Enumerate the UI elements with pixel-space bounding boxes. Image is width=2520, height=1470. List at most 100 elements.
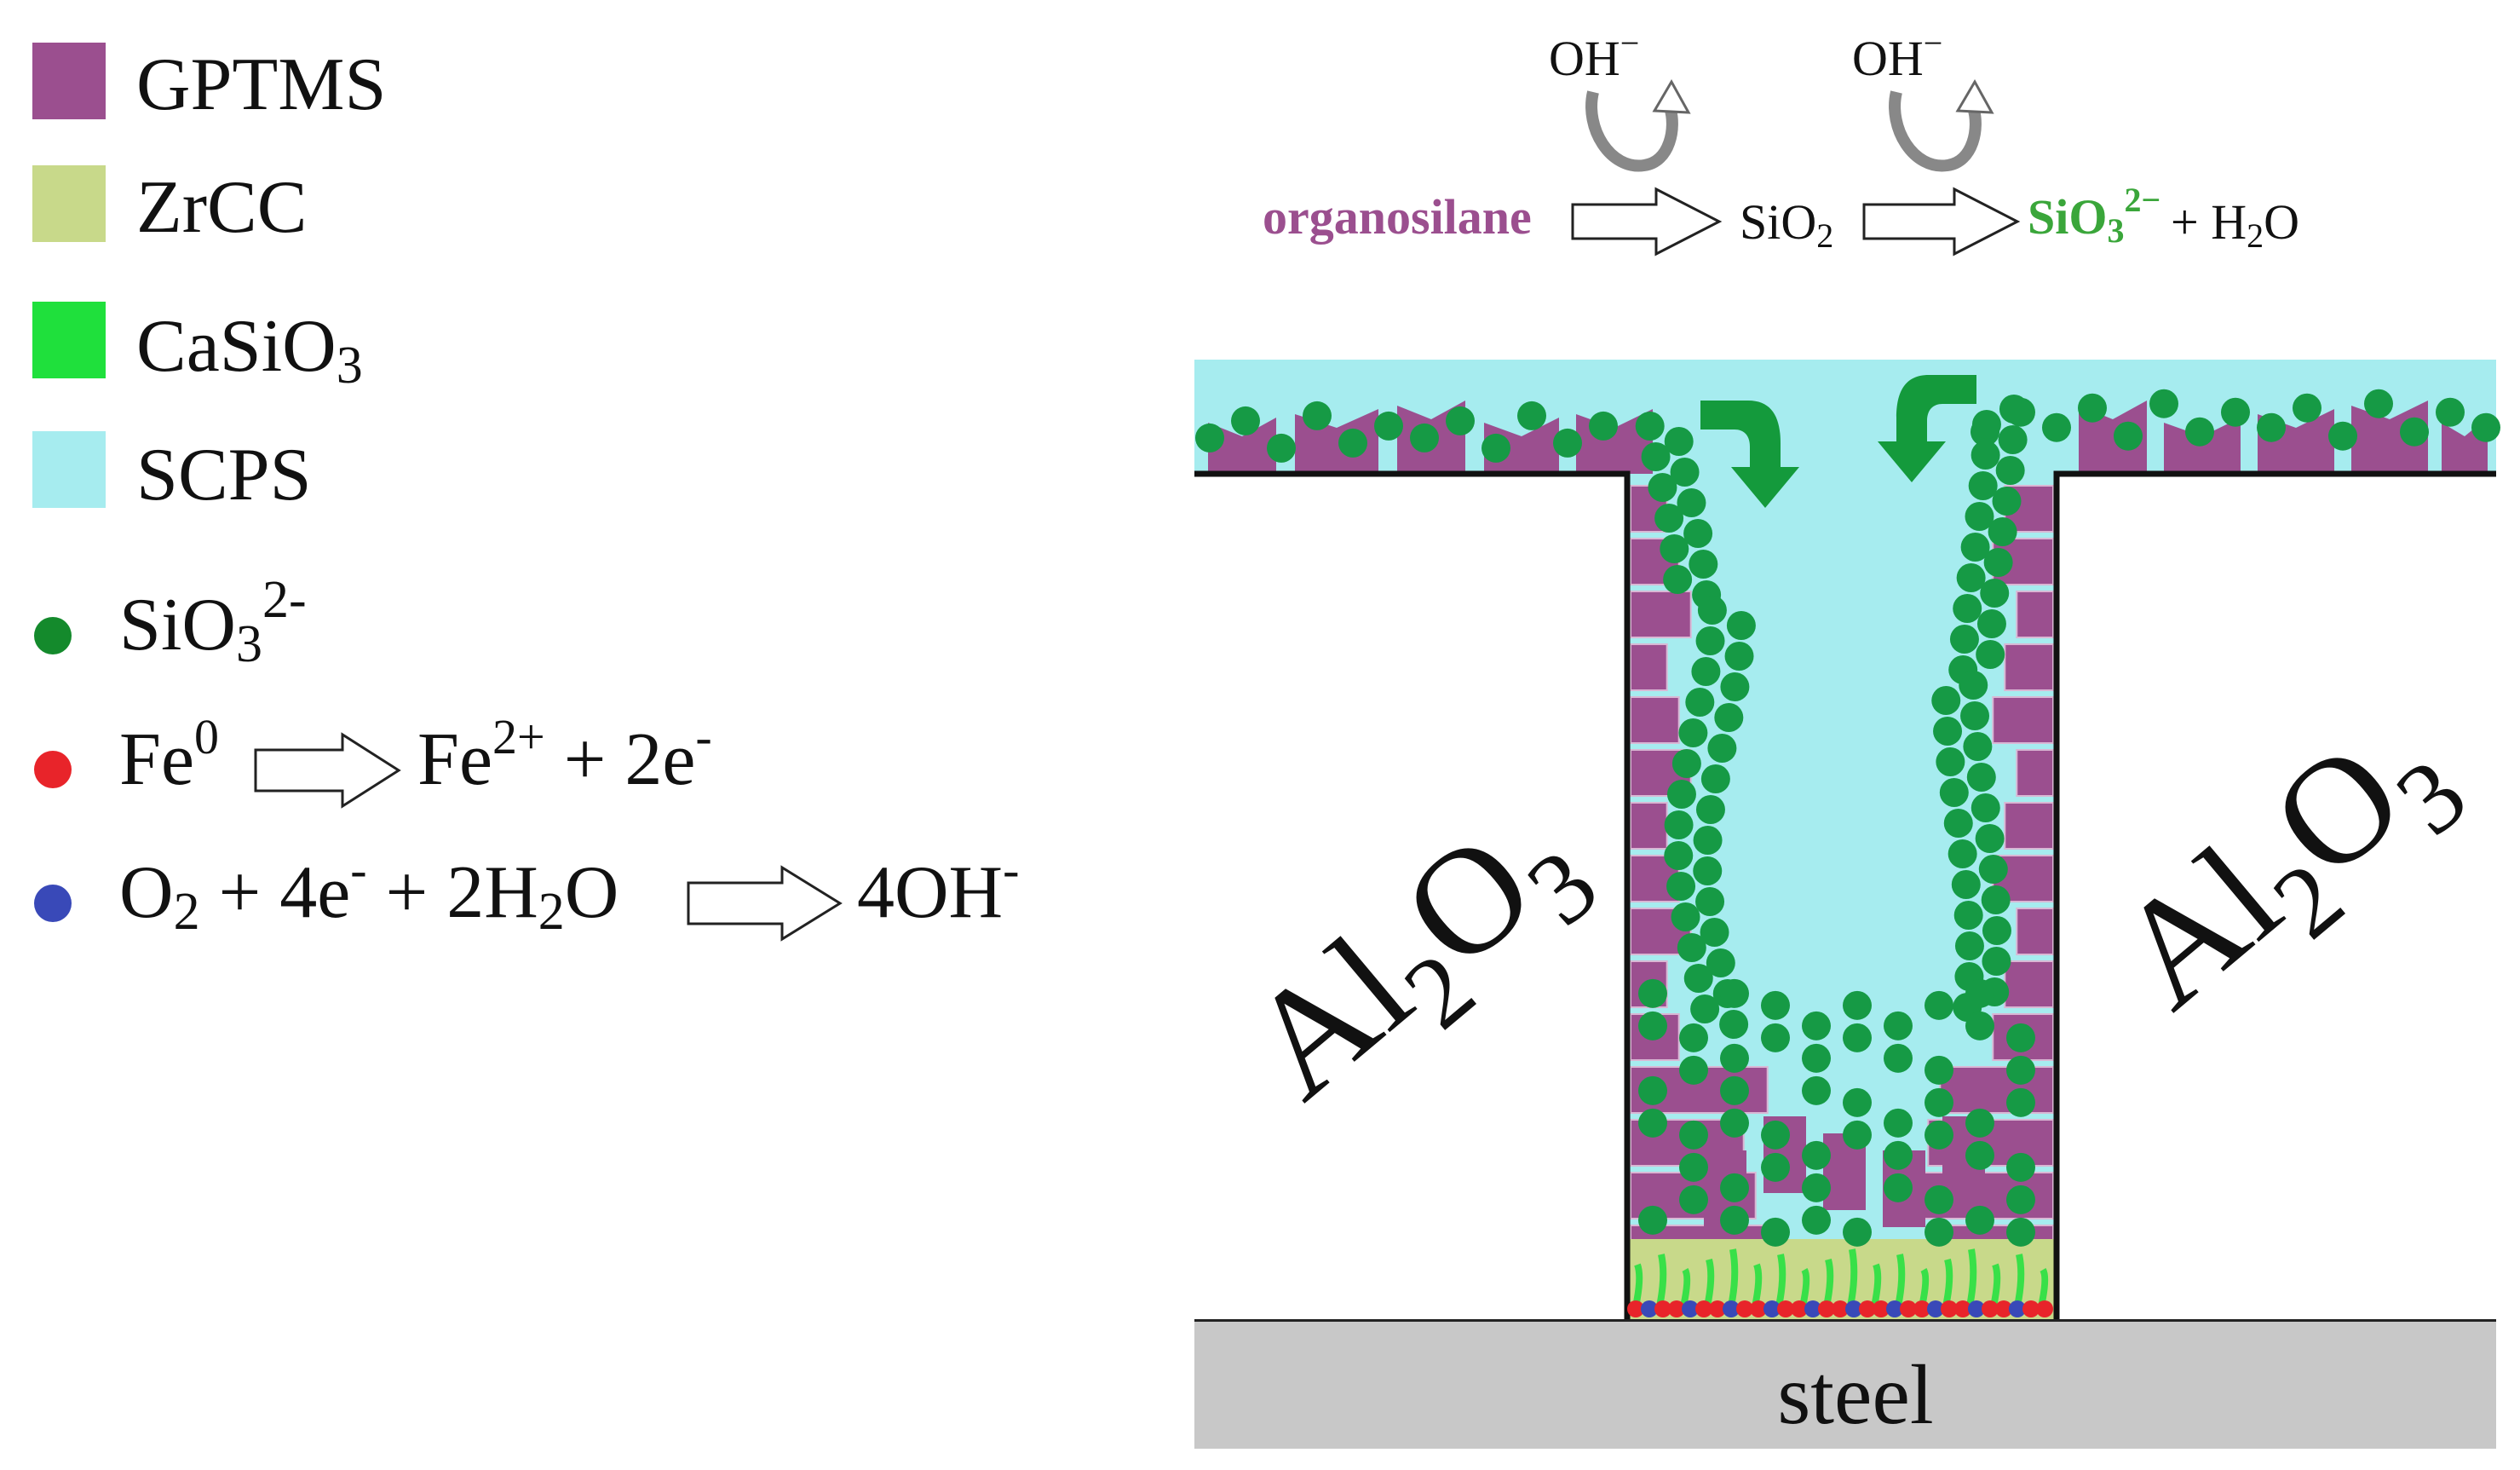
silicate-particle: [1720, 1108, 1749, 1138]
silicate-particle: [1664, 841, 1694, 870]
silicate-particle: [1843, 990, 1872, 1020]
silicate-particle: [1635, 412, 1665, 441]
silicate-particle: [1761, 1023, 1790, 1052]
silicate-particle: [1761, 1120, 1790, 1150]
scps-label: SCPS: [136, 434, 312, 516]
silicate-particle: [1695, 626, 1725, 655]
oxygen-product: 4OH-: [857, 842, 1019, 934]
iron-particle: [1654, 1300, 1671, 1317]
silicate-particle: [1666, 780, 1696, 809]
silicate-particle: [1679, 1023, 1708, 1052]
silicate-particle: [1761, 1152, 1790, 1182]
silicate-particle: [1931, 686, 1961, 715]
iron-particle: [1777, 1300, 1794, 1317]
silicate-particle: [1802, 1043, 1831, 1073]
silicate-particle: [2114, 421, 2143, 451]
silicate-particle: [1925, 990, 1953, 1020]
legend-item-oxygen: O2 + 4e- + 2H2O 4OH-: [34, 842, 1019, 942]
curved-arrow-icon: [1585, 78, 1691, 172]
oxygen-reaction-arrow: [687, 865, 843, 942]
silicate-particle: [1981, 885, 2011, 914]
silicate-particle: [1679, 1120, 1708, 1150]
flow-arrow-right-icon: [1878, 375, 1976, 482]
silicate-particle: [1671, 749, 1701, 778]
silicate-particle: [1670, 458, 1700, 487]
silicate-particle: [1638, 978, 1667, 1008]
silicate-particle: [2364, 389, 2393, 418]
iron-particle: [1941, 1300, 1958, 1317]
silicate-particle: [1968, 471, 1998, 500]
iron-particle: [1791, 1300, 1808, 1317]
silicate-particle: [1666, 872, 1696, 901]
silicate-particle: [1971, 410, 2001, 439]
iron-particle: [1750, 1300, 1767, 1317]
silicate-particle: [1884, 1173, 1913, 1202]
silicate-particle: [1951, 870, 1981, 899]
silicate-particle: [1720, 1205, 1749, 1235]
silicate-particle: [1679, 1152, 1708, 1182]
silicate-particle: [1982, 916, 2011, 945]
silicate-particle: [1638, 1011, 1667, 1041]
silicate-particle: [2006, 1217, 2035, 1247]
silicate-particle: [1884, 1011, 1913, 1041]
silicate-particle: [1690, 994, 1720, 1023]
silicate-particle: [1953, 594, 1982, 623]
silicate-particle: [1720, 1075, 1749, 1105]
oxygen-particle: [1968, 1300, 1985, 1317]
silicate-particle: [1706, 948, 1735, 977]
silicate-particle: [1966, 763, 1996, 792]
water-label: + H2O: [2171, 194, 2299, 255]
silicate-particle: [1678, 718, 1708, 747]
silicate-particle: [1720, 672, 1750, 701]
oxygen-particle: [1927, 1300, 1944, 1317]
silicate-particle: [1965, 1205, 1994, 1235]
silicate-particle: [1648, 473, 1677, 502]
iron-particle: [1982, 1300, 1999, 1317]
silicate-particle: [1925, 1087, 1953, 1117]
silicate-particle: [1695, 795, 1725, 824]
gptms-block: [2004, 960, 2054, 1008]
legend-item-casio3: CaSiO3: [32, 302, 363, 395]
gptms-block: [1630, 696, 1680, 744]
iron-particle: [1695, 1300, 1712, 1317]
silicate-particle: [1338, 428, 1367, 458]
silicate-particle: [1802, 1173, 1831, 1202]
oxygen-reactants: O2 + 4e- + 2H2O: [119, 842, 618, 941]
silicate-particle: [1933, 717, 1963, 746]
silicate-particle: [2006, 1023, 2035, 1052]
silicate-particle: [1925, 1055, 1953, 1085]
silicate-particle: [1685, 688, 1715, 717]
iron-particle: [1668, 1300, 1685, 1317]
zrcc-swatch: [32, 165, 106, 242]
silicate-particle: [1999, 395, 2028, 424]
silicate-particle: [1959, 671, 1988, 700]
silicate-particle: [1843, 1087, 1872, 1117]
oxygen-particle: [1723, 1300, 1740, 1317]
silicate-particle: [1971, 793, 2000, 822]
silicate-particle: [1267, 433, 1296, 463]
silicate-dot: [34, 617, 72, 654]
silicate-particle: [1936, 747, 1965, 776]
silicate-particle: [1720, 1043, 1749, 1073]
iron-particle: [2022, 1300, 2040, 1317]
silicate-particle: [1693, 856, 1723, 885]
silicate-particle: [1956, 563, 1986, 592]
silicate-particle: [1720, 1173, 1749, 1202]
silicate-particle: [1802, 1140, 1831, 1170]
silicate-particle: [1517, 401, 1546, 430]
gptms-block: [1208, 418, 1276, 474]
silicate-particle: [1231, 406, 1260, 435]
iron-particle: [1736, 1300, 1753, 1317]
gptms-block: [1939, 1066, 2054, 1114]
silicate-particle: [1638, 1205, 1667, 1235]
silicate-particle: [1683, 964, 1713, 993]
gptms-block: [2004, 802, 2054, 850]
silicate-particle: [2257, 412, 2286, 442]
iron-particle: [1627, 1300, 1644, 1317]
silicate-particle: [2436, 397, 2465, 427]
sio3-label: SiO32−: [2028, 181, 2160, 250]
silicate-particle: [1553, 428, 1582, 458]
silicate-particle: [1992, 487, 2022, 516]
alumina-right-block: [2057, 474, 2496, 1319]
